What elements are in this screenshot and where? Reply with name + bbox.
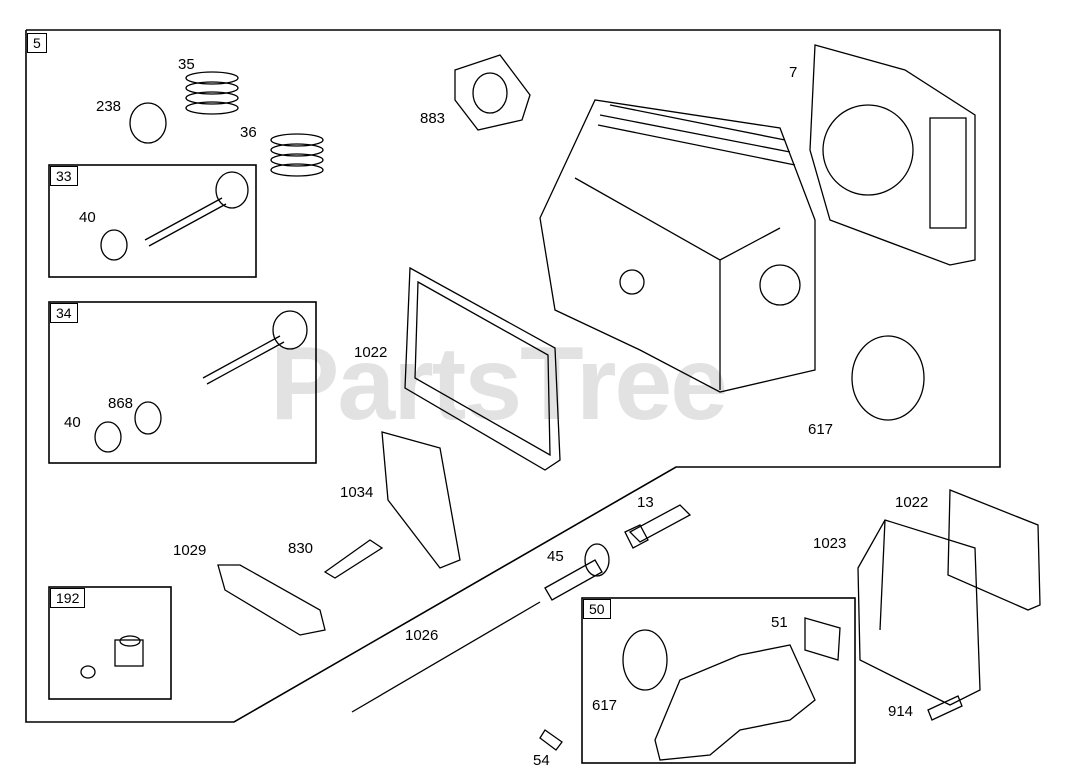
box-50: [581, 597, 856, 764]
label-1022-b[interactable]: 1022: [895, 494, 929, 511]
box-192: [48, 586, 172, 700]
label-40-a[interactable]: 40: [79, 209, 96, 226]
part-883-gasket: [454, 54, 531, 131]
group-tag-33: 33: [50, 166, 78, 186]
part-40-retainer-a: [100, 229, 128, 261]
label-868[interactable]: 868: [108, 395, 134, 412]
group-tag-34: 34: [50, 303, 78, 323]
part-830-stud: [323, 539, 384, 579]
label-54[interactable]: 54: [533, 752, 550, 769]
cylinder-head: [539, 99, 816, 393]
label-238[interactable]: 238: [96, 98, 122, 115]
label-40-b[interactable]: 40: [64, 414, 81, 431]
part-914-bolt: [927, 695, 963, 721]
part-35-spring: [185, 71, 239, 115]
label-1023[interactable]: 1023: [813, 535, 847, 552]
part-1026-pushrod: [351, 601, 541, 713]
label-914[interactable]: 914: [888, 703, 914, 720]
part-34-valve: [202, 310, 308, 385]
watermark: PartsTree: [270, 326, 728, 442]
label-830[interactable]: 830: [288, 540, 314, 557]
part-50-manifold: [654, 644, 816, 761]
part-36-spring: [270, 133, 324, 177]
label-617-a[interactable]: 617: [808, 421, 834, 438]
part-54-bolt: [539, 729, 563, 751]
part-40-retainer-b: [94, 421, 122, 453]
group-tag-5: 5: [27, 33, 47, 53]
part-238-cap: [129, 102, 167, 144]
part-33-valve: [144, 171, 249, 247]
label-13[interactable]: 13: [637, 494, 654, 511]
part-868-seal: [134, 401, 162, 435]
part-1022-gasket-a: [404, 266, 561, 471]
part-1023-cover: [857, 519, 981, 706]
part-13-bolt: [628, 504, 692, 543]
label-35[interactable]: 35: [178, 56, 195, 73]
label-1034[interactable]: 1034: [340, 484, 374, 501]
part-1029-rocker: [217, 564, 326, 636]
label-7[interactable]: 7: [789, 64, 798, 81]
box-33: [48, 164, 257, 278]
label-1022-a[interactable]: 1022: [354, 344, 388, 361]
part-192-fitting: [80, 635, 144, 679]
group-tag-192: 192: [50, 588, 86, 608]
label-1026[interactable]: 1026: [405, 627, 439, 644]
part-45-guide: [544, 559, 603, 601]
part-1022-gasket-b: [947, 489, 1041, 611]
part-7-head-gasket: [809, 44, 976, 266]
label-1029[interactable]: 1029: [173, 542, 207, 559]
part-617-oring-a: [851, 335, 925, 421]
main-group-border: [25, 29, 1001, 723]
label-617-b[interactable]: 617: [592, 697, 618, 714]
label-883[interactable]: 883: [420, 110, 446, 127]
label-51[interactable]: 51: [771, 614, 788, 631]
label-45[interactable]: 45: [547, 548, 564, 565]
label-36[interactable]: 36: [240, 124, 257, 141]
box-34: [48, 301, 317, 464]
part-617-oring-b: [622, 629, 668, 691]
group-tag-50: 50: [583, 599, 611, 619]
part-51-gasket: [804, 617, 841, 661]
part-1034-plate: [381, 431, 461, 569]
